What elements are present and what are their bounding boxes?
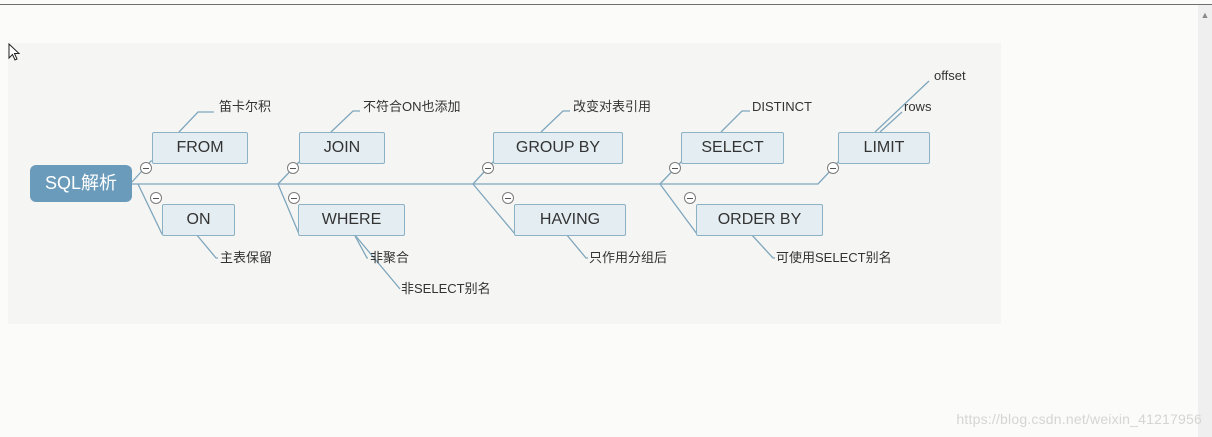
- collapse-join-icon[interactable]: [287, 162, 299, 174]
- collapse-select-icon[interactable]: [669, 162, 681, 174]
- leaf-offset[interactable]: offset: [934, 68, 966, 83]
- leaf-rows[interactable]: rows: [904, 99, 932, 114]
- leaf-line-non-select: [353, 233, 401, 290]
- collapse-from-icon[interactable]: [140, 162, 152, 174]
- leaf-line-offset: [874, 80, 930, 133]
- leaf-line-distinct: [720, 110, 750, 133]
- node-from[interactable]: FROM: [152, 132, 248, 164]
- node-where[interactable]: WHERE: [298, 204, 405, 236]
- branch-group-by: [472, 160, 623, 185]
- leaf-non-select-alias[interactable]: 非SELECT别名: [401, 281, 491, 296]
- node-order-by[interactable]: ORDER BY: [696, 204, 823, 236]
- node-limit[interactable]: LIMIT: [838, 132, 930, 164]
- leaf-line-non-agg: [353, 233, 368, 259]
- leaf-select-alias-allowed[interactable]: 可使用SELECT别名: [776, 250, 892, 265]
- node-join[interactable]: JOIN: [299, 132, 385, 164]
- node-select[interactable]: SELECT: [681, 132, 784, 164]
- node-on[interactable]: ON: [162, 204, 235, 236]
- mindmap-canvas: SQL解析 FROM JOIN GROUP BY SELECT LIMIT ON…: [8, 43, 1001, 324]
- collapse-having-icon[interactable]: [502, 192, 514, 204]
- scroll-up-arrow-icon[interactable]: ▲: [1200, 10, 1210, 20]
- collapse-limit-icon[interactable]: [827, 162, 839, 174]
- leaf-change-table-ref[interactable]: 改变对表引用: [573, 99, 652, 114]
- vertical-scrollbar[interactable]: ▲: [1198, 5, 1212, 437]
- window-top-border: [0, 4, 1212, 5]
- collapse-order-by-icon[interactable]: [684, 192, 696, 204]
- root-node[interactable]: SQL解析: [30, 165, 132, 202]
- mindmap-connectors: [131, 80, 930, 290]
- spine-line: [132, 168, 833, 185]
- node-having[interactable]: HAVING: [514, 204, 626, 236]
- leaf-non-aggregate[interactable]: 非聚合: [370, 250, 410, 265]
- collapse-group-by-icon[interactable]: [482, 162, 494, 174]
- collapse-on-icon[interactable]: [150, 192, 162, 204]
- leaf-cartesian-product[interactable]: 笛卡尔积: [219, 99, 272, 114]
- leaf-line-join: [330, 110, 360, 133]
- leaf-line-having: [565, 233, 588, 259]
- leaf-line-group-by: [540, 110, 570, 133]
- watermark-url: https://blog.csdn.net/weixin_41217956: [956, 411, 1202, 427]
- leaf-line-main-table: [195, 233, 218, 259]
- node-group-by[interactable]: GROUP BY: [493, 132, 623, 164]
- leaf-add-unmatched[interactable]: 不符合ON也添加: [363, 99, 461, 114]
- leaf-after-grouping[interactable]: 只作用分组后: [589, 250, 668, 265]
- leaf-line-cartesian: [178, 111, 214, 133]
- leaf-line-order-by: [750, 233, 775, 259]
- leaf-main-table-kept[interactable]: 主表保留: [220, 250, 273, 265]
- mouse-cursor-icon: [8, 43, 21, 61]
- leaf-line-rows: [879, 111, 903, 133]
- leaf-distinct[interactable]: DISTINCT: [752, 99, 812, 114]
- collapse-where-icon[interactable]: [288, 192, 300, 204]
